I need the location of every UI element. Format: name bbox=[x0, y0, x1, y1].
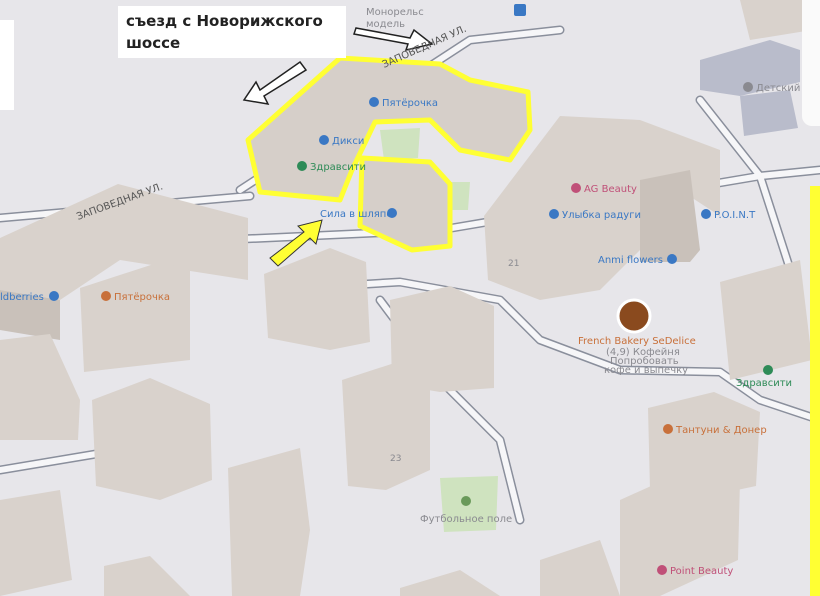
building bbox=[104, 556, 190, 596]
label-kids: Детский bbox=[756, 83, 800, 94]
annotation-caption: съезд с Новорижского шоссе bbox=[118, 6, 346, 58]
label-zdravsiti-right: Здравсити bbox=[736, 378, 792, 389]
shop-icon bbox=[701, 209, 711, 219]
label-football: Футбольное поле bbox=[420, 514, 512, 525]
bakery-photo-icon bbox=[616, 298, 652, 334]
label-tantuni: Тантуни & Донер bbox=[675, 425, 767, 436]
arrow-left-down bbox=[242, 60, 308, 105]
label-bakery-rating: (4,9) Кофейня bbox=[606, 347, 680, 358]
caption-line-2: шоссе bbox=[126, 34, 181, 52]
building bbox=[648, 392, 760, 500]
kids-icon bbox=[743, 82, 753, 92]
building bbox=[540, 540, 620, 596]
shop-icon bbox=[49, 291, 59, 301]
highlight-edge-bar bbox=[810, 186, 820, 596]
building bbox=[228, 448, 310, 596]
building-highlighted-small bbox=[360, 158, 450, 250]
flower-icon bbox=[667, 254, 677, 264]
label-point: P.O.I.N.T bbox=[714, 210, 756, 221]
arrow-up-yellow bbox=[269, 219, 323, 267]
label-point-beauty: Point Beauty bbox=[670, 566, 733, 577]
shop-icon bbox=[387, 208, 397, 218]
building bbox=[400, 570, 500, 596]
beauty-icon bbox=[571, 183, 581, 193]
building bbox=[342, 358, 430, 490]
label-diksi: Дикси bbox=[332, 136, 364, 147]
building-grey bbox=[740, 90, 798, 136]
edge-panel bbox=[802, 0, 820, 126]
label-pyaterochka-top: Пятёрочка bbox=[382, 98, 438, 109]
label-anmi: Anmi flowers bbox=[598, 255, 663, 266]
building bbox=[92, 378, 212, 500]
shop-icon bbox=[319, 135, 329, 145]
shop-icon bbox=[101, 291, 111, 301]
label-house-23: 23 bbox=[390, 454, 401, 464]
highlight-outline-small bbox=[357, 155, 453, 253]
building bbox=[620, 464, 740, 596]
building bbox=[0, 334, 80, 440]
label-zdravsiti-top: Здравсити bbox=[310, 162, 366, 173]
arrow-right-top bbox=[353, 27, 434, 52]
annotation-arrows bbox=[242, 27, 434, 267]
label-ulybka: Улыбка радуги bbox=[562, 210, 641, 221]
building-highlighted-main bbox=[248, 60, 530, 200]
label-bakery-name: French Bakery SeDelice bbox=[578, 336, 696, 347]
building bbox=[80, 262, 190, 372]
label-monorail: Монорельс bbox=[366, 7, 424, 18]
building bbox=[0, 184, 248, 300]
pharmacy-icon bbox=[297, 161, 307, 171]
shop-icon bbox=[369, 97, 379, 107]
building bbox=[740, 0, 812, 40]
food-icon bbox=[663, 424, 673, 434]
building bbox=[0, 20, 14, 110]
label-monorail-model: модель bbox=[366, 19, 405, 30]
building-grey bbox=[700, 40, 800, 96]
label-house-21: 21 bbox=[508, 259, 519, 269]
park-area bbox=[380, 128, 420, 160]
label-wildberries: ldberries bbox=[0, 292, 44, 303]
label-bakery-coffee: кофе и выпечку bbox=[604, 365, 688, 376]
football-icon bbox=[461, 496, 471, 506]
pharmacy-icon bbox=[763, 365, 773, 375]
building bbox=[0, 490, 72, 596]
label-bakery-try: Попробовать bbox=[610, 356, 679, 367]
label-skazka: Сила в шляпе bbox=[320, 209, 393, 220]
building bbox=[720, 260, 812, 380]
building bbox=[484, 116, 720, 300]
building bbox=[0, 290, 60, 340]
metro-icon bbox=[514, 4, 526, 16]
building bbox=[264, 248, 370, 350]
label-pyaterochka-left: Пятёрочка bbox=[114, 292, 170, 303]
highlight-outline-main bbox=[245, 55, 533, 203]
highlight-outlines bbox=[245, 55, 533, 253]
shop-icon bbox=[549, 209, 559, 219]
label-ag-beauty: AG Beauty bbox=[584, 184, 637, 195]
beauty-icon bbox=[657, 565, 667, 575]
caption-line-1: съезд с Новорижского bbox=[126, 12, 323, 30]
building bbox=[640, 170, 700, 262]
